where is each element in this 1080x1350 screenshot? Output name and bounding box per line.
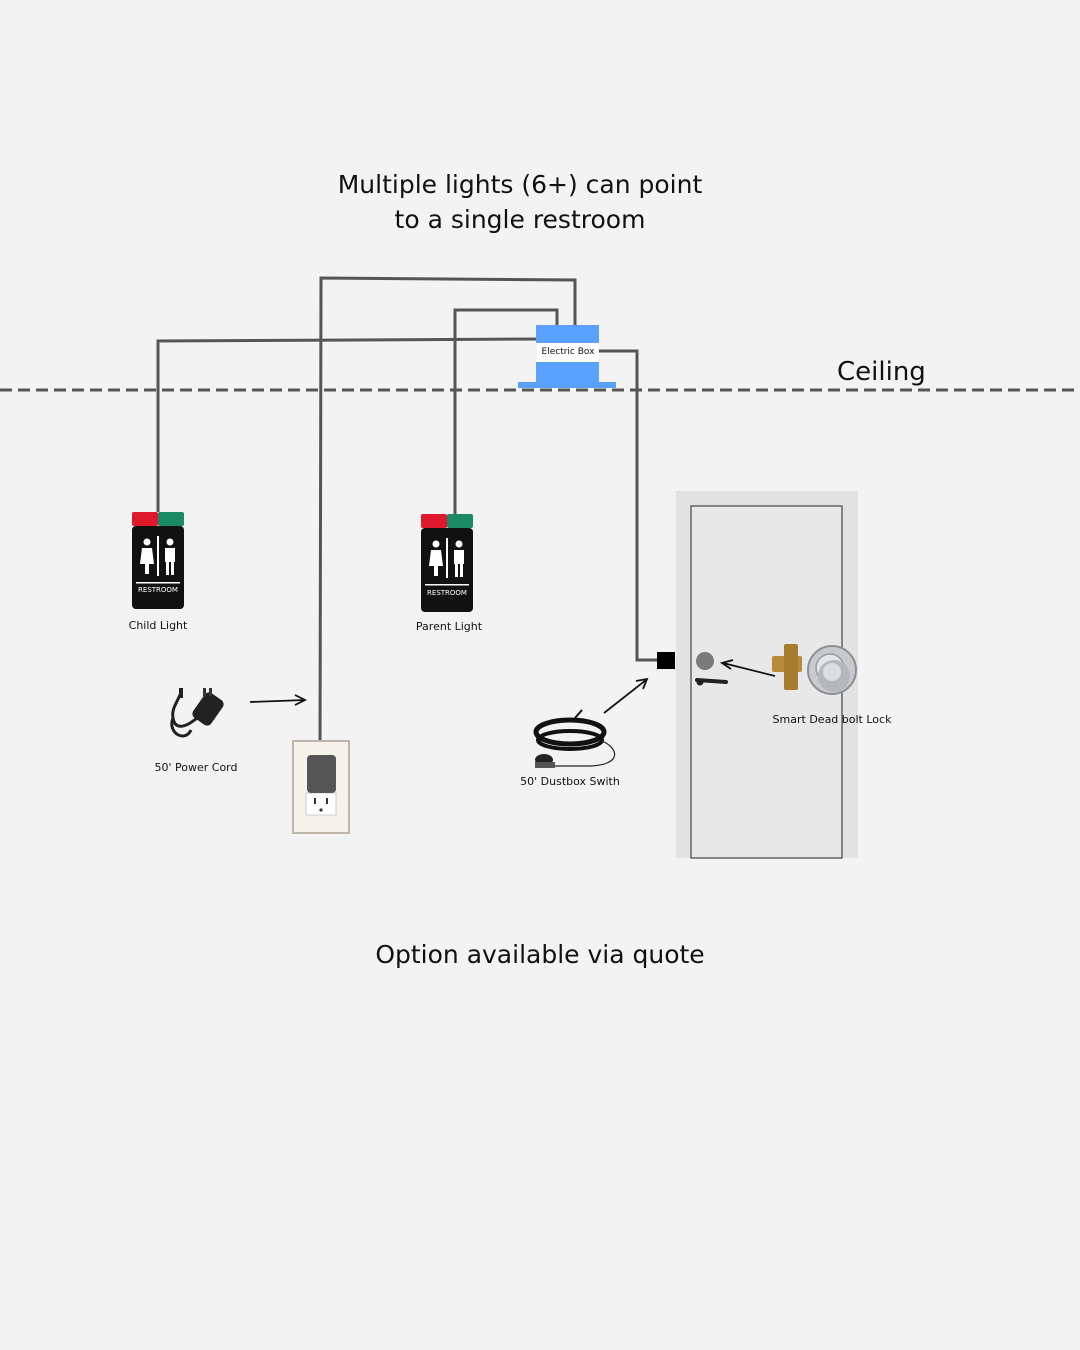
parent-sign-text: RESTROOM xyxy=(427,589,467,597)
restroom-figures-icon xyxy=(136,536,180,584)
wire-power-outlet xyxy=(318,276,577,758)
child-sign-text: RESTROOM xyxy=(138,586,178,594)
smart-lock-icon xyxy=(772,644,857,695)
lock-arrow xyxy=(719,659,776,677)
wall-outlet xyxy=(292,740,350,834)
headline-line-2: to a single restroom xyxy=(394,205,646,234)
child-light-sign: RESTROOM xyxy=(132,512,184,609)
ceiling-label: Ceiling xyxy=(835,357,928,387)
child-light-label: Child Light xyxy=(128,619,188,632)
switch-arrow xyxy=(603,677,649,714)
dustbox-switch-icon xyxy=(533,709,616,768)
headline-line-1: Multiple lights (6+) can point xyxy=(337,170,703,199)
wire-dustbox-switch xyxy=(598,349,660,662)
wiring xyxy=(156,276,660,758)
restroom-figures-icon xyxy=(425,538,469,586)
parent-light-label: Parent Light xyxy=(415,620,483,633)
wire-child-light xyxy=(156,337,541,512)
cord-arrow xyxy=(249,694,308,706)
power-adapter-icon xyxy=(170,688,224,738)
door-sensor-icon xyxy=(657,652,675,669)
wire-parent-light xyxy=(453,308,559,514)
dustbox-switch-label: 50' Dustbox Swith xyxy=(520,775,620,788)
smart-lock-label: Smart Dead bolt Lock xyxy=(772,713,892,726)
electric-box xyxy=(518,325,616,388)
footer-note: Option available via quote xyxy=(375,940,705,969)
power-cord-label: 50' Power Cord xyxy=(154,761,238,774)
electric-box-label: Electric Box xyxy=(537,343,599,362)
deadbolt-hole-icon xyxy=(696,652,714,670)
parent-light-sign: RESTROOM xyxy=(421,514,473,612)
